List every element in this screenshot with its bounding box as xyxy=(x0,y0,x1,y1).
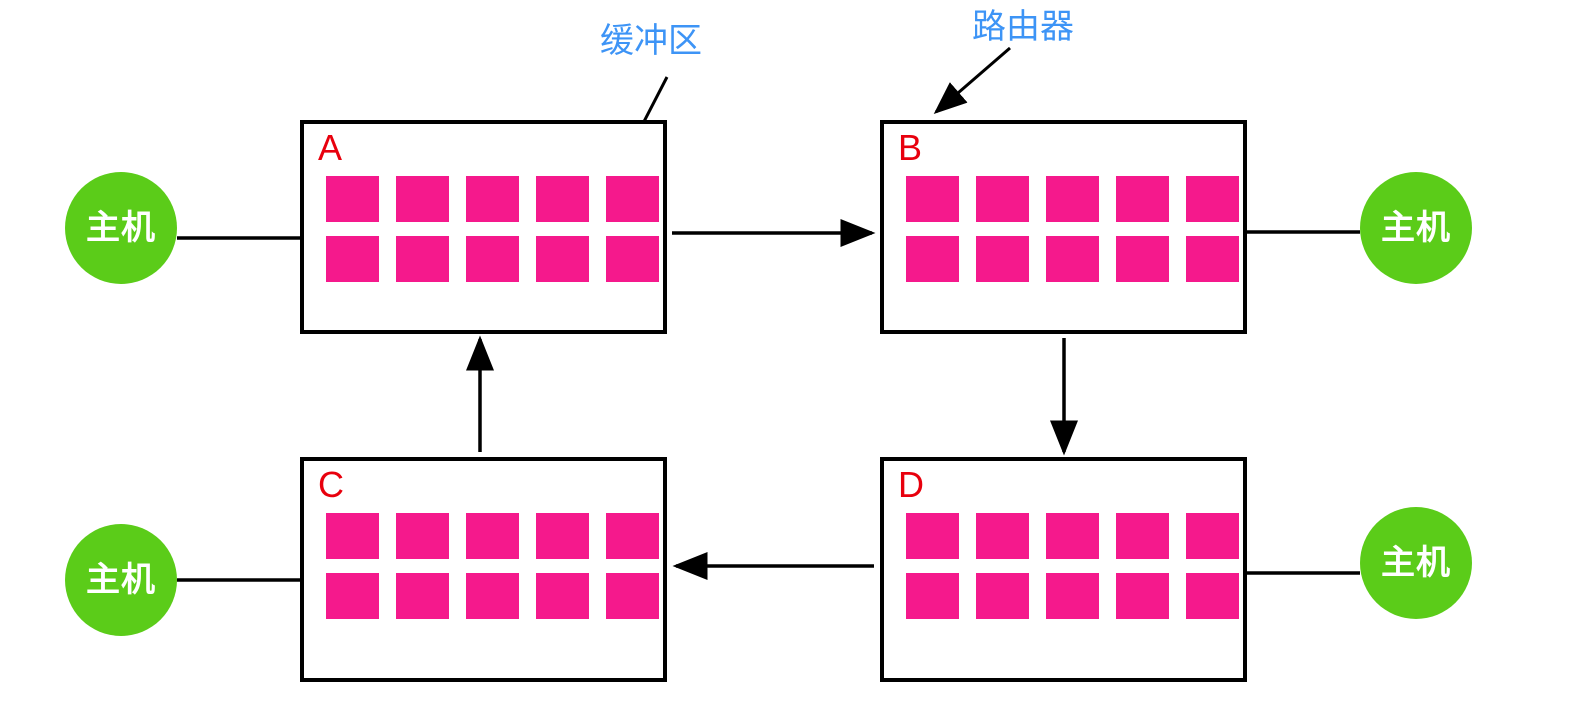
buffer-cell[interactable] xyxy=(466,236,519,282)
buffer-cell[interactable] xyxy=(326,236,379,282)
buffer-cell[interactable] xyxy=(606,573,659,619)
buffer-cell[interactable] xyxy=(606,513,659,559)
buffer-cell[interactable] xyxy=(326,573,379,619)
buffer-cell[interactable] xyxy=(976,513,1029,559)
buffer-cell[interactable] xyxy=(1186,513,1239,559)
buffer-cell[interactable] xyxy=(326,513,379,559)
buffer-cell[interactable] xyxy=(1186,573,1239,619)
router-label-c: C xyxy=(318,464,344,505)
buffer-cell[interactable] xyxy=(906,236,959,282)
host-label: 主机 xyxy=(86,561,156,599)
buffer-grid-c xyxy=(326,513,659,619)
buffer-cell[interactable] xyxy=(906,513,959,559)
buffer-cell[interactable] xyxy=(466,176,519,222)
host-top-left[interactable]: 主机 xyxy=(65,172,177,284)
host-label: 主机 xyxy=(1381,209,1451,247)
buffer-cell[interactable] xyxy=(536,236,589,282)
buffer-cell[interactable] xyxy=(396,176,449,222)
router-label-a: A xyxy=(318,127,343,168)
buffer-cell[interactable] xyxy=(606,176,659,222)
router-annotation-pointer xyxy=(933,46,1011,114)
buffer-cell[interactable] xyxy=(906,176,959,222)
buffer-cell[interactable] xyxy=(976,176,1029,222)
buffer-grid-a xyxy=(326,176,659,282)
buffer-cell[interactable] xyxy=(1046,236,1099,282)
router-label-d: D xyxy=(898,464,924,505)
buffer-cell[interactable] xyxy=(326,176,379,222)
router-label-b: B xyxy=(898,127,923,168)
buffer-cell[interactable] xyxy=(906,573,959,619)
buffer-grid-d xyxy=(906,513,1239,619)
buffer-cell[interactable] xyxy=(1186,176,1239,222)
buffer-cell[interactable] xyxy=(976,573,1029,619)
buffer-cell[interactable] xyxy=(1116,236,1169,282)
buffer-cell[interactable] xyxy=(536,176,589,222)
buffer-cell[interactable] xyxy=(1116,513,1169,559)
buffer-cell[interactable] xyxy=(1046,573,1099,619)
host-bottom-right[interactable]: 主机 xyxy=(1360,507,1472,619)
buffer-cell[interactable] xyxy=(1116,176,1169,222)
router-box-b[interactable]: B xyxy=(880,120,1247,334)
buffer-cell[interactable] xyxy=(1046,176,1099,222)
buffer-cell[interactable] xyxy=(606,236,659,282)
buffer-cell[interactable] xyxy=(1116,573,1169,619)
host-label: 主机 xyxy=(86,209,156,247)
buffer-cell[interactable] xyxy=(976,236,1029,282)
router-box-a[interactable]: A xyxy=(300,120,667,334)
buffer-cell[interactable] xyxy=(466,573,519,619)
buffer-cell[interactable] xyxy=(1186,236,1239,282)
buffer-cell[interactable] xyxy=(396,513,449,559)
router-box-c[interactable]: C xyxy=(300,457,667,682)
router-box-d[interactable]: D xyxy=(880,457,1247,682)
buffer-annotation: 缓冲区 xyxy=(600,22,702,60)
router-annotation: 路由器 xyxy=(972,8,1074,46)
host-top-right[interactable]: 主机 xyxy=(1360,172,1472,284)
buffer-cell[interactable] xyxy=(536,513,589,559)
buffer-grid-b xyxy=(906,176,1239,282)
host-bottom-left[interactable]: 主机 xyxy=(65,524,177,636)
buffer-cell[interactable] xyxy=(396,573,449,619)
host-label: 主机 xyxy=(1381,544,1451,582)
buffer-cell[interactable] xyxy=(396,236,449,282)
buffer-cell[interactable] xyxy=(466,513,519,559)
buffer-cell[interactable] xyxy=(536,573,589,619)
buffer-cell[interactable] xyxy=(1046,513,1099,559)
